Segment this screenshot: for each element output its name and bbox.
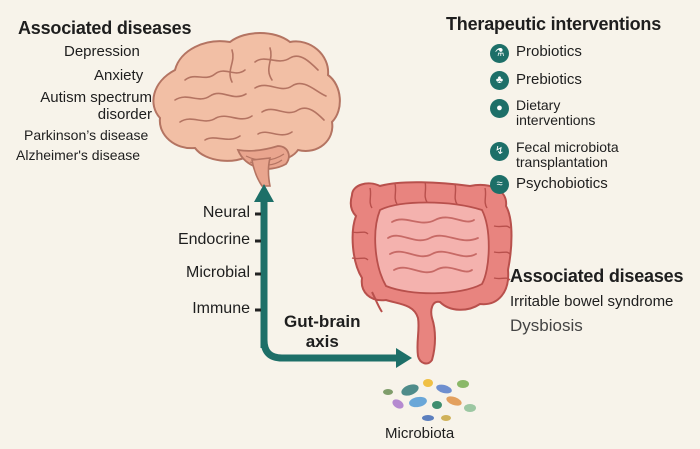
brain-disease-item: Depression (64, 43, 140, 60)
brain-disease-item: Parkinson’s disease (24, 127, 149, 143)
transplant-icon: ↯ (490, 142, 509, 161)
flask-icon: ⚗ (490, 44, 509, 63)
gut-disease-item: Irritable bowel syndrome (510, 293, 674, 310)
microbiota-label: Microbiota (385, 425, 455, 442)
therapy-item: Dietary interventions (516, 97, 596, 128)
gut-disease-item: Dysbiosis (510, 316, 583, 335)
brain-illustration (152, 32, 341, 187)
gut-brain-axis-arrow (254, 184, 412, 368)
therapy-item: Psychobiotics (516, 175, 608, 192)
intestine-illustration (349, 181, 513, 365)
pathway-label-immune: Immune (192, 300, 250, 317)
gut-diseases-heading: Associated diseases (510, 266, 684, 286)
brain-disease-item: Autism spectrum disorder (40, 89, 152, 123)
brain-disease-item: Anxiety (94, 67, 144, 84)
brain-disease-item: Alzheimer's disease (16, 147, 141, 163)
therapy-item: Prebiotics (516, 71, 582, 88)
pathway-label-microbial: Microbial (185, 264, 250, 281)
brain-diseases-heading: Associated diseases (18, 18, 192, 38)
dna-icon: ≈ (490, 175, 509, 194)
therapy-item: Fecal microbiota transplantation (516, 139, 619, 170)
therapies-heading: Therapeutic interventions (446, 14, 662, 34)
gut-brain-axis-label: Gut-brain axis (284, 312, 361, 351)
microbiota-cluster (383, 379, 476, 421)
pathway-label-endocrine: Endocrine (177, 231, 250, 248)
pathway-label-neural: Neural (202, 204, 250, 221)
seedling-icon: ♣ (490, 71, 509, 90)
apple-icon: ● (490, 99, 509, 118)
therapy-item: Probiotics (516, 43, 582, 60)
